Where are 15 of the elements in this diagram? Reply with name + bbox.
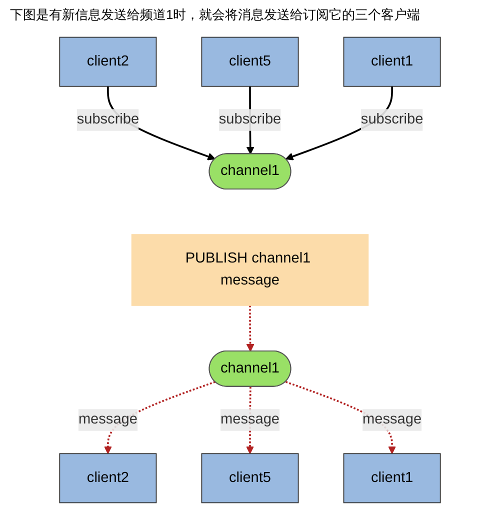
note-text: 下图是有新信息发送给频道1时，就会将消息发送给订阅它的三个客户端 (10, 6, 422, 24)
edge-label: message (220, 412, 280, 428)
edge-label: message (78, 412, 138, 428)
edge-label: message (362, 412, 422, 428)
node-box: client2 (59, 453, 157, 504)
node-box: client5 (201, 36, 299, 87)
edge-label: subscribe (76, 112, 140, 128)
node-box: client1 (343, 36, 441, 87)
edge-label: subscribe (218, 112, 282, 128)
node-box: client2 (59, 36, 157, 87)
arrow (246, 305, 254, 352)
edge-label: subscribe (360, 112, 424, 128)
node-box: PUBLISH channel1 message (131, 234, 369, 306)
node-box: client1 (343, 453, 441, 504)
node-box: client5 (201, 453, 299, 504)
